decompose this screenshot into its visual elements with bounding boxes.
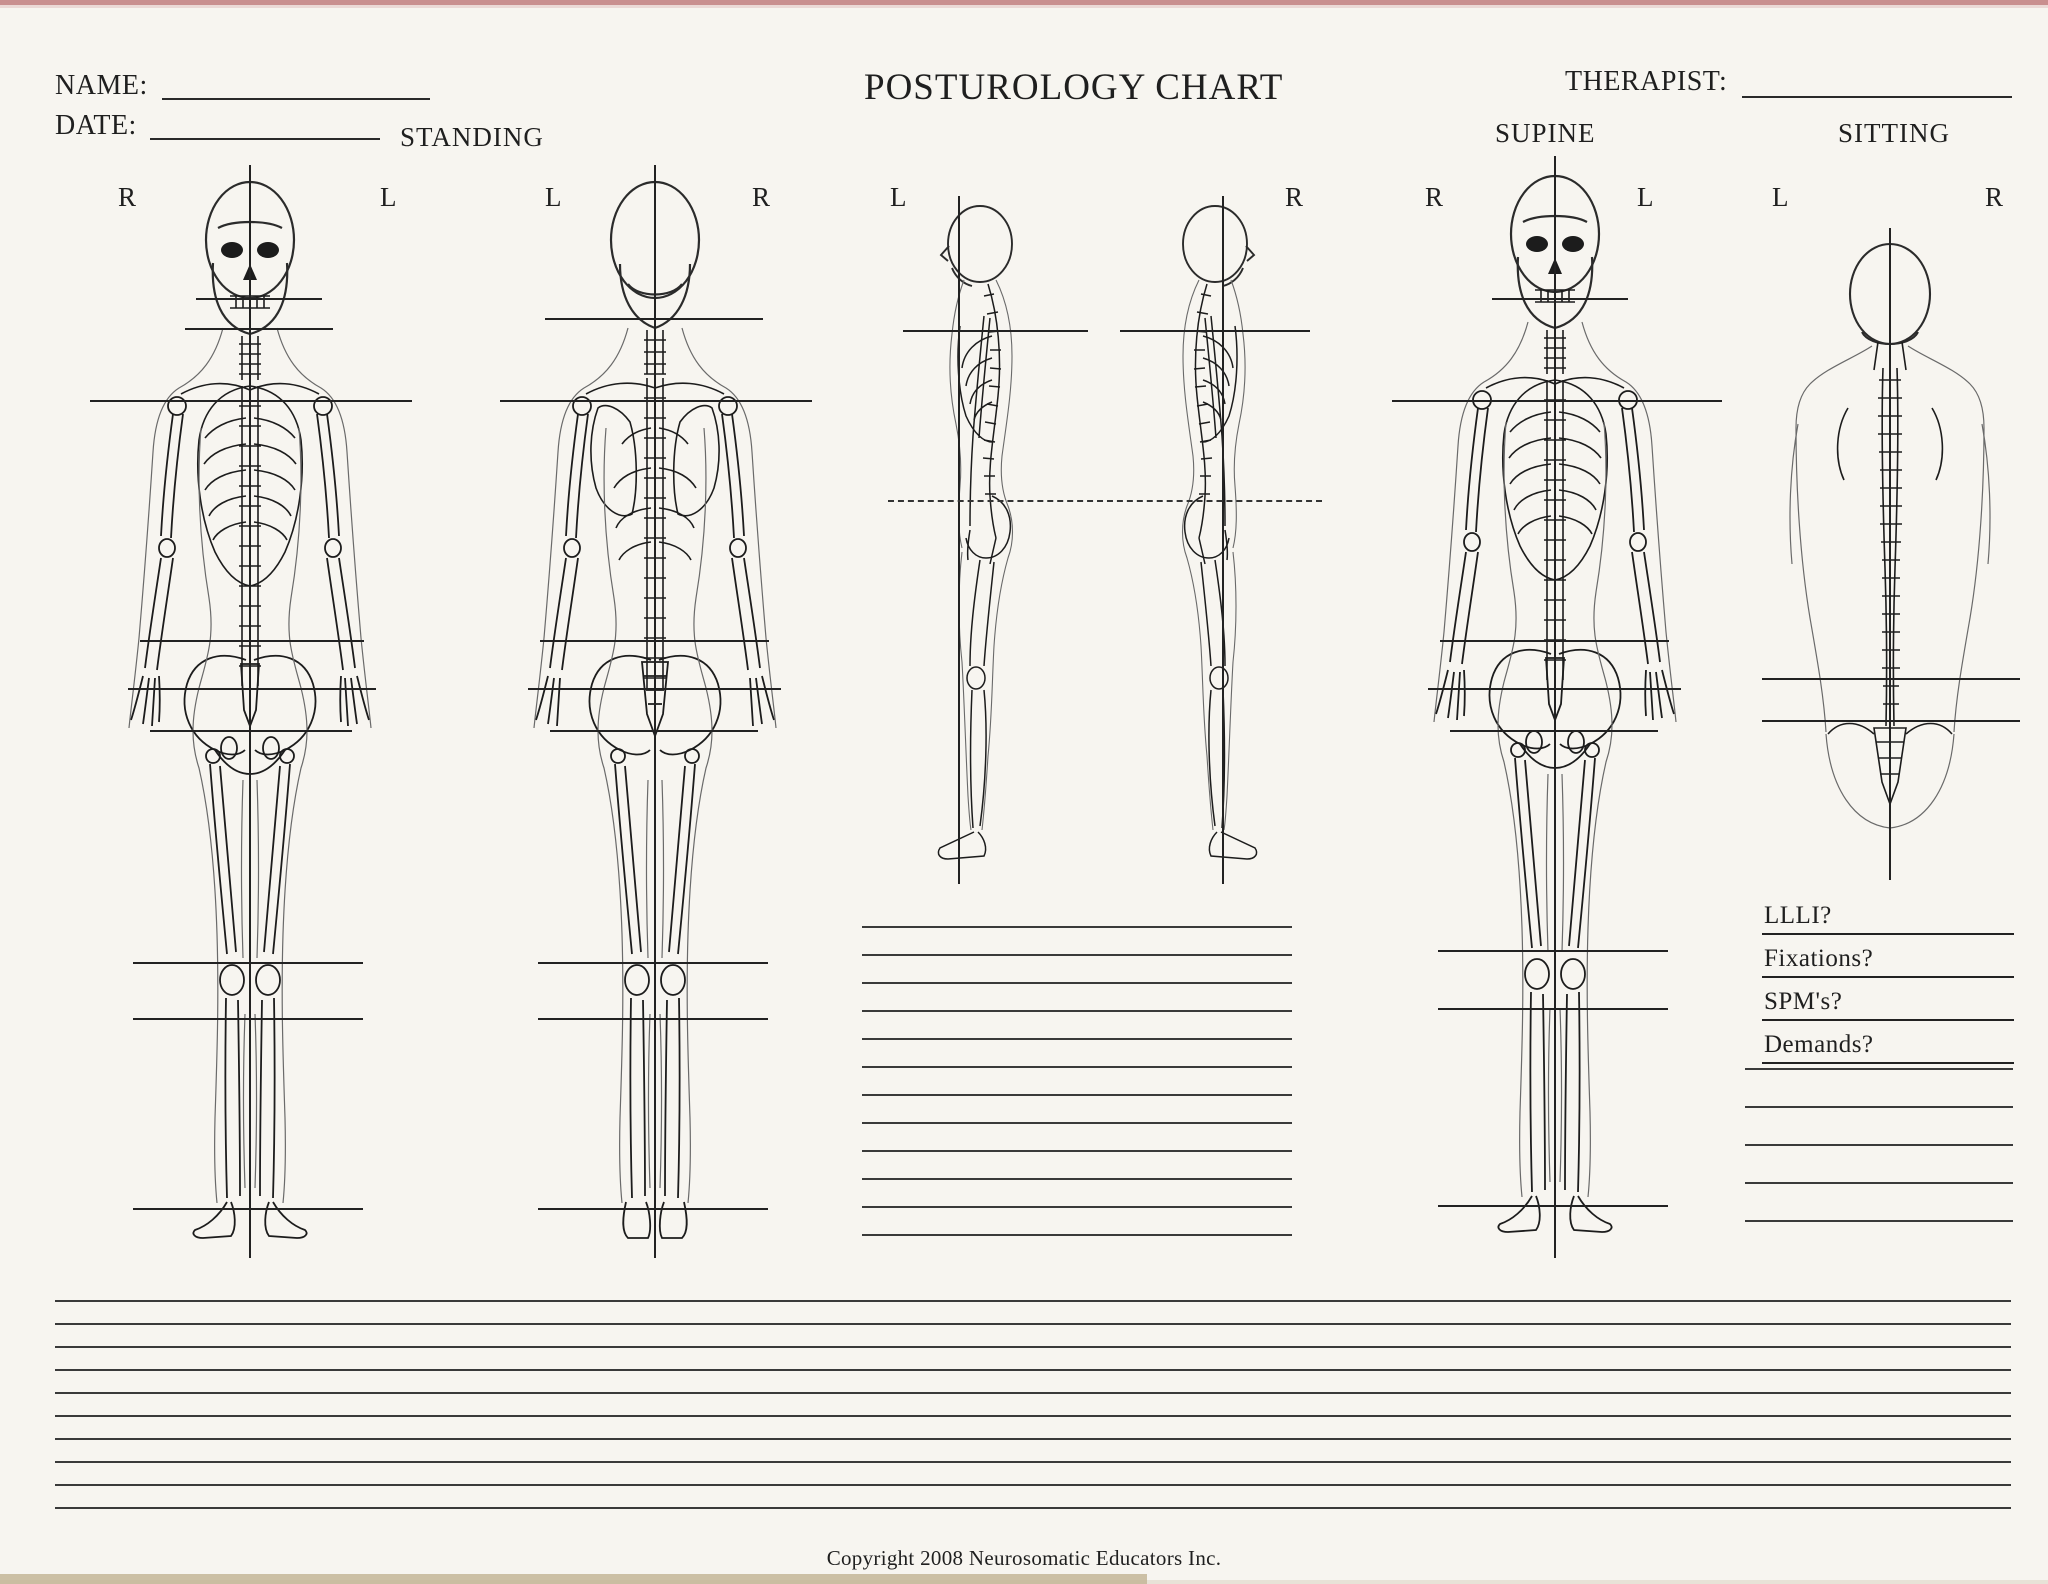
reference-line: [150, 730, 352, 732]
reference-line: [1762, 678, 2020, 680]
section-label-standing: STANDING: [400, 122, 544, 152]
name-label: NAME:: [55, 70, 148, 101]
center-notes-line[interactable]: [862, 1122, 1292, 1124]
reference-line: [538, 1208, 768, 1210]
question-label: Fixations?: [1764, 945, 1874, 972]
question-label: Demands?: [1764, 1031, 1874, 1058]
reference-line: [140, 640, 364, 642]
reference-line: [133, 962, 363, 964]
right-notes-line[interactable]: [1745, 1220, 2013, 1222]
right-notes-line[interactable]: [1745, 1068, 2013, 1070]
scan-top-edge: [0, 0, 2048, 5]
reference-line: [550, 730, 758, 732]
bottom-notes-line[interactable]: [55, 1415, 2011, 1417]
reference-line: [1392, 400, 1722, 402]
plumb-line: [654, 165, 656, 1258]
plumb-line: [1889, 228, 1891, 880]
question-label: LLLI?: [1764, 902, 1832, 929]
reference-line: [90, 400, 412, 402]
center-notes-line[interactable]: [862, 1150, 1292, 1152]
bottom-notes-line[interactable]: [55, 1300, 2011, 1302]
reference-line: [1492, 298, 1628, 300]
rl-marker: R: [1985, 182, 2004, 212]
rl-marker: L: [1637, 182, 1654, 212]
reference-line: [1428, 688, 1681, 690]
plumb-line: [249, 165, 251, 1258]
bottom-notes-line[interactable]: [55, 1369, 2011, 1371]
name-input-line[interactable]: [162, 98, 430, 100]
plumb-line: [958, 196, 960, 884]
reference-line: [128, 688, 376, 690]
right-notes-line[interactable]: [1745, 1106, 2013, 1108]
question-spms[interactable]: SPM's?: [1762, 988, 2014, 1021]
reference-line: [1450, 730, 1658, 732]
bottom-notes-line[interactable]: [55, 1392, 2011, 1394]
reference-line: [1762, 720, 2020, 722]
reference-line: [538, 1018, 768, 1020]
therapist-input-line[interactable]: [1742, 96, 2012, 98]
question-fixations[interactable]: Fixations?: [1762, 945, 2014, 978]
reference-line: [185, 328, 333, 330]
rl-marker: R: [118, 182, 137, 212]
reference-line: [540, 640, 769, 642]
rl-marker: L: [890, 182, 907, 212]
center-notes-line[interactable]: [862, 1066, 1292, 1068]
date-label: DATE:: [55, 110, 137, 141]
reference-line: [528, 688, 781, 690]
question-llli[interactable]: LLLI?: [1762, 902, 2014, 935]
rl-marker: R: [752, 182, 771, 212]
bottom-notes-line[interactable]: [55, 1438, 2011, 1440]
center-notes-line[interactable]: [862, 1094, 1292, 1096]
reference-line: [545, 318, 763, 320]
bottom-notes-line[interactable]: [55, 1484, 2011, 1486]
bottom-notes-line[interactable]: [55, 1461, 2011, 1463]
page-title: POSTUROLOGY CHART: [864, 67, 1284, 108]
center-notes-line[interactable]: [862, 1234, 1292, 1236]
center-notes-line[interactable]: [862, 1010, 1292, 1012]
dashed-reference-line: [888, 500, 1322, 502]
rl-marker: L: [380, 182, 397, 212]
reference-line: [1120, 330, 1310, 332]
reference-line: [1438, 1205, 1668, 1207]
figure-lateral-left-skeleton: [900, 196, 1050, 886]
center-notes-line[interactable]: [862, 1178, 1292, 1180]
scan-bottom-edge: [0, 1574, 1147, 1584]
copyright-text: Copyright 2008 Neurosomatic Educators In…: [826, 1546, 1222, 1570]
reference-line: [1438, 1008, 1668, 1010]
figure-lateral-right-skeleton: [1145, 196, 1295, 886]
center-notes-line[interactable]: [862, 926, 1292, 928]
right-notes-line[interactable]: [1745, 1182, 2013, 1184]
section-label-sitting: SITTING: [1838, 118, 1950, 148]
right-notes-line[interactable]: [1745, 1144, 2013, 1146]
center-notes-line[interactable]: [862, 982, 1292, 984]
rl-marker: L: [545, 182, 562, 212]
reference-line: [1440, 640, 1669, 642]
rl-marker: R: [1285, 182, 1304, 212]
plumb-line: [1222, 196, 1224, 884]
reference-line: [903, 330, 1088, 332]
scan-top-edge-highlight: [0, 5, 2048, 8]
question-label: SPM's?: [1764, 988, 1843, 1015]
center-notes-line[interactable]: [862, 1206, 1292, 1208]
therapist-label: THERAPIST:: [1565, 66, 1728, 97]
center-notes-line[interactable]: [862, 954, 1292, 956]
bottom-notes-line[interactable]: [55, 1346, 2011, 1348]
reference-line: [500, 400, 812, 402]
rl-marker: L: [1772, 182, 1789, 212]
reference-line: [196, 298, 322, 300]
center-notes-line[interactable]: [862, 1038, 1292, 1040]
section-label-supine: SUPINE: [1495, 118, 1596, 148]
bottom-notes-line[interactable]: [55, 1507, 2011, 1509]
date-input-line[interactable]: [150, 138, 380, 140]
question-demands[interactable]: Demands?: [1762, 1031, 2014, 1064]
rl-marker: R: [1425, 182, 1444, 212]
reference-line: [133, 1208, 363, 1210]
reference-line: [1438, 950, 1668, 952]
bottom-notes-line[interactable]: [55, 1323, 2011, 1325]
reference-line: [538, 962, 768, 964]
plumb-line: [1554, 156, 1556, 1258]
reference-line: [133, 1018, 363, 1020]
